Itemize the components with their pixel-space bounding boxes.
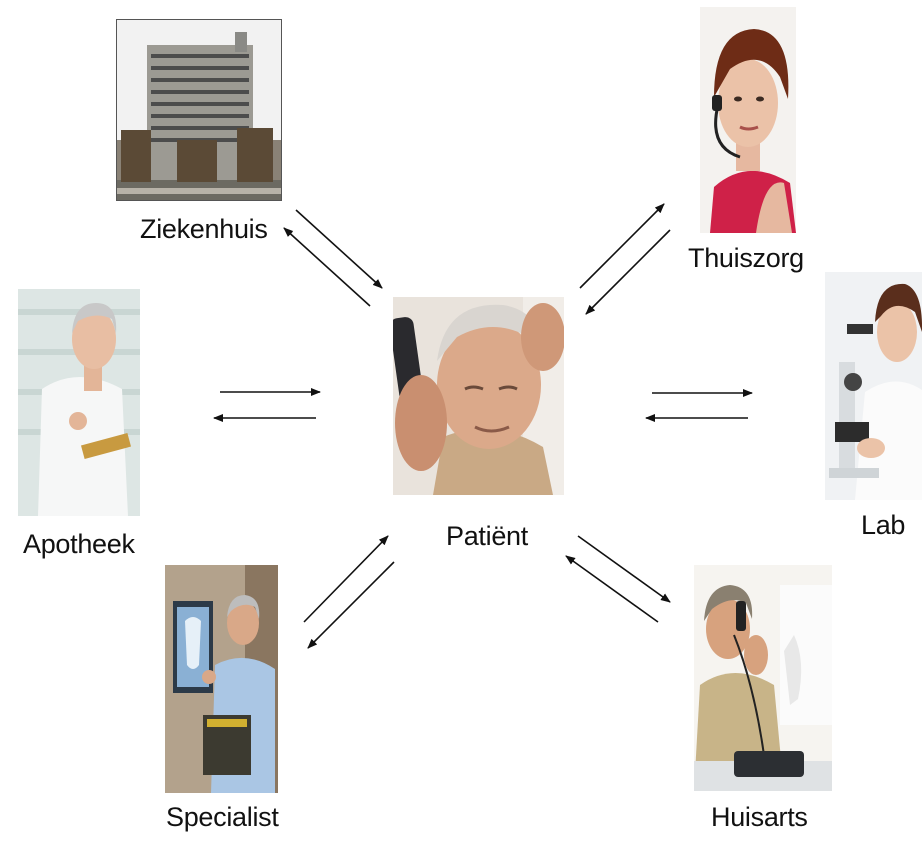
node-label-patient: Patiënt — [446, 521, 528, 551]
arrow-patient-to-specialist — [307, 561, 395, 649]
arrow-huisarts-to-patient — [565, 555, 659, 623]
arrow-patient-to-ziekenhuis — [283, 227, 371, 307]
general-practitioner-phone-photo — [694, 565, 832, 791]
arrow-patient-to-thuiszorg — [579, 203, 665, 289]
node-label-ziekenhuis: Ziekenhuis — [140, 214, 268, 244]
lab-technician-microscope-photo — [825, 272, 922, 500]
node-label-lab: Lab — [861, 510, 906, 540]
pharmacist-photo — [18, 289, 140, 516]
arrow-thuiszorg-to-patient — [585, 229, 671, 315]
arrow-patient-to-huisarts — [577, 535, 671, 603]
call-center-agent-photo — [700, 7, 796, 233]
node-label-thuiszorg: Thuiszorg — [688, 243, 804, 273]
node-label-specialist: Specialist — [166, 802, 279, 832]
specialist-xray-photo — [165, 565, 278, 793]
node-label-huisarts: Huisarts — [711, 802, 808, 832]
arrow-ziekenhuis-to-patient — [295, 209, 383, 289]
arrow-specialist-to-patient — [303, 535, 389, 623]
node-label-apotheek: Apotheek — [23, 529, 135, 559]
hospital-building-photo — [116, 19, 282, 201]
patient-on-phone-photo — [393, 297, 564, 495]
